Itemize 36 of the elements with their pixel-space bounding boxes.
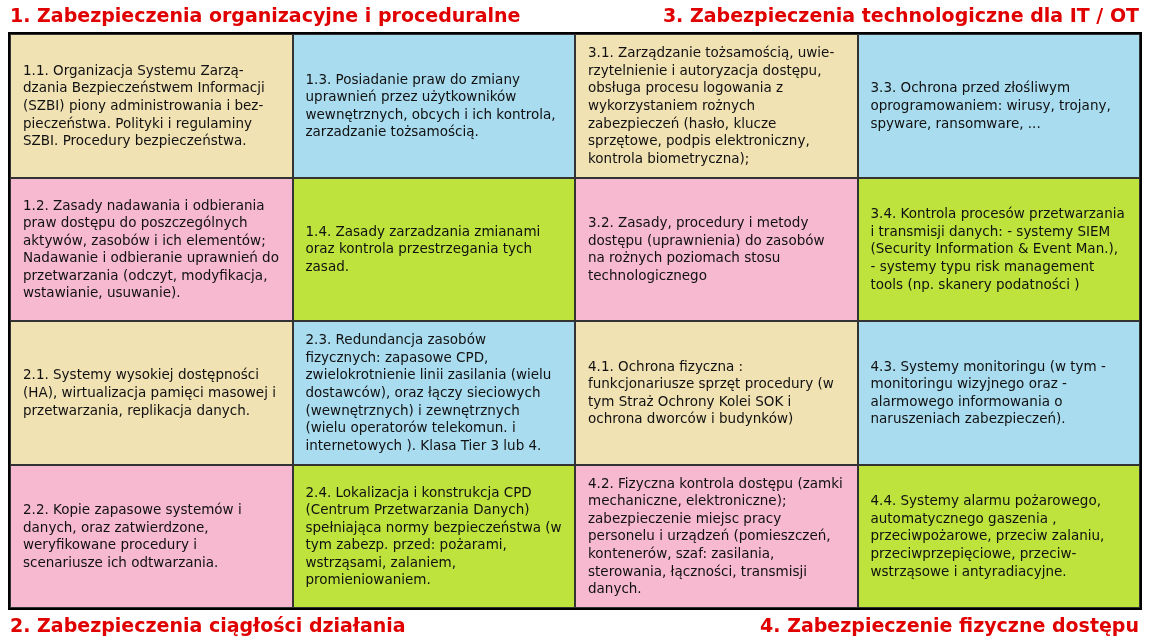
piece-text: 3.2. Zasady, procedury i metody dostępu (uprawnienia) do zasobów na rożnych poziomach stosu technologicznego: [588, 214, 826, 285]
section-heading: 1. Zabezpieczenia organizacyjne i proceduralne: [10, 4, 521, 26]
piece-text: 2.4. Lokalizacja i konstrukcja CPD (Centrum Przetwarzania Danych) spełniająca normy bezpieczeństwa (w tym zabezp. przed: pożarami, wstrząsami, zalaniem, promieniowaniem.: [305, 483, 562, 589]
puzzle-piece: [857, 321, 1140, 465]
puzzle-piece: [292, 464, 575, 608]
piece-text: 2.3. Redundancja zasobów fizycznych: zapasowe CPD, zwielokrotnienie linii zasilania (wielu dostawców), oraz łączy sieciowych (wewnętrznych) i zewnętrznych (wielu operatorów telekomun. i internetowych ). Klasa Tier 3 lub 4.: [305, 331, 553, 455]
puzzle-piece: [292, 321, 575, 465]
piece-text: 2.2. Kopie zapasowe systemów i danych, oraz zatwierdzone, weryfikowane procedury i scenariusze ich odtwarzania.: [23, 501, 243, 572]
piece-text: 4.3. Systemy monitoringu (w tym - monitoringu wizyjnego oraz - alarmowego informowania o naruszeniach zabezpieczeń).: [870, 357, 1107, 428]
puzzle-piece: [10, 321, 293, 465]
piece-text: 1.1. Organizacja Systemu Zarzą-dzania Bezpieczeństwem Informacji (SZBI) piony administrowania i bez-pieczeństwa. Polityki i regulaminy SZBI. Procedury bezpieczeństwa.: [23, 61, 266, 150]
puzzle-piece: [575, 177, 858, 321]
puzzle-piece: [292, 34, 575, 178]
puzzle-piece: [857, 177, 1140, 321]
puzzle-piece: [857, 34, 1140, 178]
piece-text: 3.1. Zarządzanie tożsamością, uwie-rzytelnienie i autoryzacja dostępu, obsługa procesu logowania z wykorzystaniem rożnych zabezpieczeń (hasło, klucze sprzętowe, podpis elektroniczny, kontrola biometryczna);: [588, 44, 836, 168]
puzzle-piece: [857, 464, 1140, 608]
section-heading: 4. Zabezpieczenie fizyczne dostępu: [760, 614, 1139, 636]
puzzle-piece: [10, 177, 293, 321]
puzzle-piece: [575, 321, 858, 465]
piece-text: 4.2. Fizyczna kontrola dostępu (zamki mechaniczne, elektroniczne); zabezpieczenie miejsc pracy personelu i urządzeń (pomieszczeń, kontenerów, szaf: zasilania, sterowania, łączności, transmisji danych.: [588, 474, 844, 598]
piece-text: 3.4. Kontrola procesów przetwarzania i transmisji danych: - systemy SIEM (Security Information & Event Man.), - systemy typu risk management tools (np. skanery podatności ): [870, 205, 1126, 294]
puzzle-piece: [10, 464, 293, 608]
piece-text: 4.4. Systemy alarmu pożarowego, automatycznego gaszenia , przeciwpożarowe, przeciw zalaniu, przeciwprzepięciowe, przeciw-wstrząsowe i antyradiacyjne.: [870, 492, 1106, 581]
section-heading: 3. Zabezpieczenia technologiczne dla IT / OT: [662, 4, 1139, 26]
puzzle-piece: [10, 34, 293, 178]
piece-text: 2.1. Systemy wysokiej dostępności (HA), wirtualizacja pamięci masowej i przetwarzania, replikacja danych.: [23, 366, 277, 420]
piece-text: 1.3. Posiadanie praw do zmiany uprawnień przez użytkowników wewnętrznych, obcych i ich kontrola, zarzadzanie tożsamością.: [305, 70, 557, 141]
piece-text: 4.1. Ochrona fizyczna : funkcjonariusze sprzęt procedury (w tym Straż Ochrony Kolei SOK i ochrona dworców i budynków): [588, 357, 835, 428]
puzzle-piece: [575, 464, 858, 608]
piece-text: 3.3. Ochrona przed złośliwym oprogramowaniem: wirusy, trojany, spyware, ransomware, ...: [870, 79, 1112, 133]
puzzle-piece: [575, 34, 858, 178]
section-heading: 2. Zabezpieczenia ciągłości działania: [10, 614, 406, 636]
piece-text: 1.4. Zasady zarzadzania zmianami oraz kontrola przestrzegania tych zasad.: [305, 222, 542, 276]
piece-text: 1.2. Zasady nadawania i odbierania praw dostępu do poszczególnych aktywów, zasobów i ich elementów; Nadawanie i odbieranie uprawnień do przetwarzania (odczyt, modyfikacja, wstawianie, usuwanie).: [23, 196, 280, 302]
puzzle-piece: [292, 177, 575, 321]
